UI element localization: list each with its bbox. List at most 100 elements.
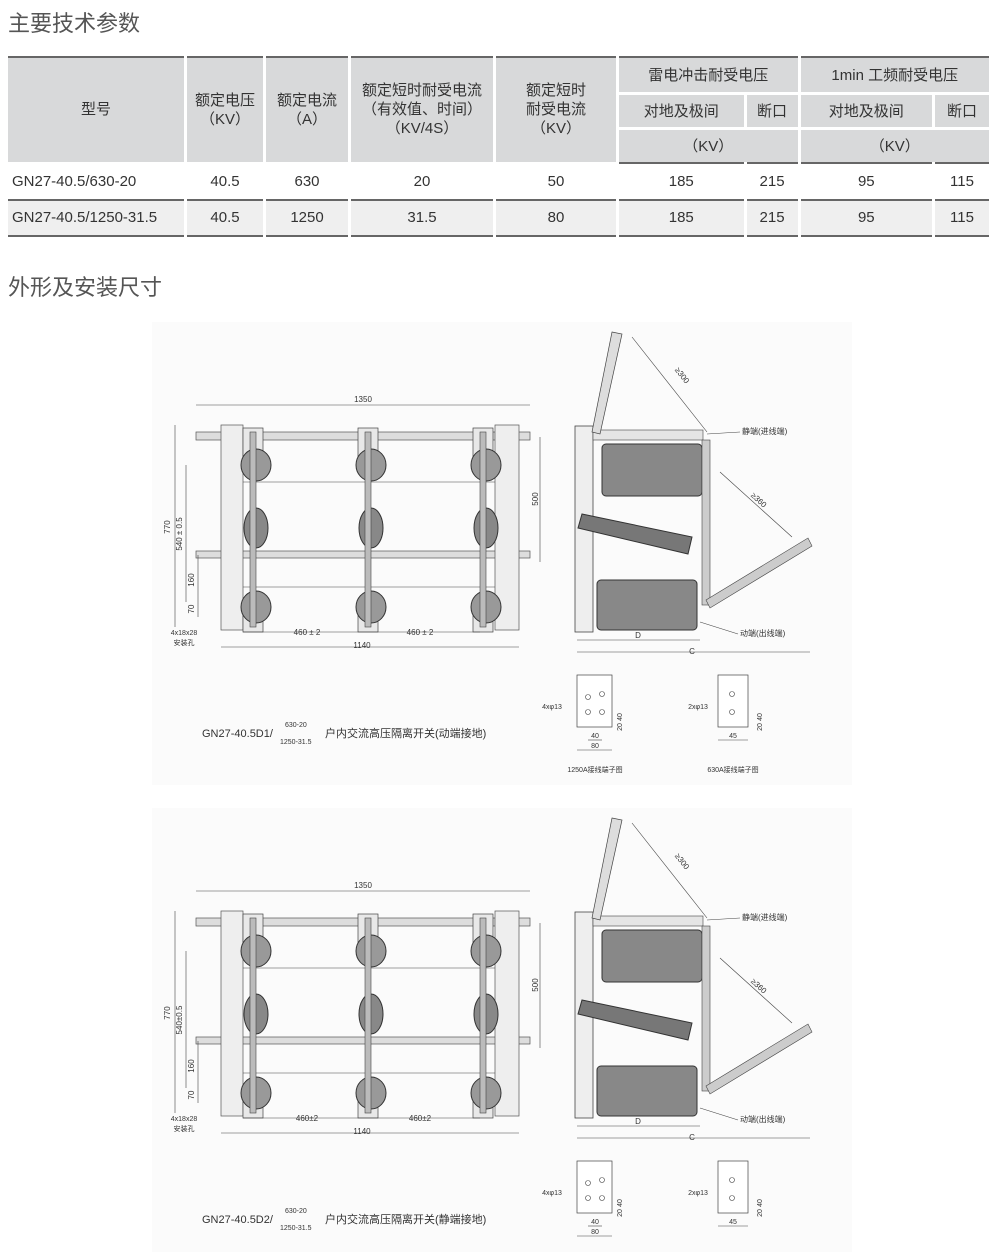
hole <box>599 691 605 697</box>
header-pf-break: 断口 <box>933 93 992 130</box>
dim-500: 500 <box>531 978 540 992</box>
table-cell: 185 <box>617 198 747 236</box>
terminal-plate-630a <box>717 674 749 728</box>
table-cell: 215 <box>745 198 801 236</box>
insulator-lower <box>596 1065 698 1117</box>
table-cell: 630 <box>264 162 351 200</box>
table-cell: 215 <box>745 162 801 200</box>
dimension-line <box>719 957 793 1024</box>
terminal-1250a-40h: 40 <box>591 733 599 740</box>
frame-middle-bar <box>195 1036 531 1045</box>
insulator-lower <box>596 579 698 631</box>
open-blade <box>591 817 623 921</box>
parameters-table: 型号 额定电压（KV） 额定电流（A） 额定短时耐受电流（有效值、时间）（KV/… <box>8 56 993 237</box>
caption-sup-rating: 630-20 <box>285 722 307 729</box>
pole-2 <box>355 913 387 1119</box>
terminal-1250a-holes: 4xφ13 <box>542 704 562 711</box>
mounting-hole-size: 4x18x28 <box>171 1116 198 1123</box>
header-lightning-unit: （KV） <box>617 128 801 163</box>
table-cell: 40.5 <box>185 198 266 236</box>
label-static-end: 静端(进线端) <box>742 426 788 436</box>
hole <box>599 1177 605 1183</box>
terminal-plate-1250a <box>576 674 613 728</box>
section-title-parameters: 主要技术参数 <box>8 11 141 36</box>
pole-3 <box>470 913 502 1119</box>
terminal-1250a-20: 20 <box>617 1209 624 1217</box>
header-lightning-ground: 对地及极间 <box>617 93 747 130</box>
terminal-1250a-40v: 40 <box>617 1199 624 1207</box>
hole <box>585 1195 591 1201</box>
terminal-630a-45: 45 <box>729 733 737 740</box>
table-cell: 31.5 <box>349 198 496 236</box>
terminal-1250a-holes: 4xφ13 <box>542 1190 562 1197</box>
vertical-blade <box>701 439 711 606</box>
pole-1 <box>240 913 272 1119</box>
terminal-1250a-80: 80 <box>591 743 599 750</box>
table-cell: 20 <box>349 162 496 200</box>
header-model: 型号 <box>8 57 187 165</box>
hole <box>599 1195 605 1201</box>
terminal-plate-630a <box>717 1160 749 1214</box>
closing-blade <box>705 537 813 609</box>
table-cell: 115 <box>933 162 992 200</box>
dim-770: 770 <box>163 1006 172 1020</box>
pole-1 <box>240 427 272 633</box>
blade <box>364 431 372 628</box>
leader-line <box>706 917 741 921</box>
open-blade <box>591 331 623 435</box>
vertical-blade <box>701 925 711 1092</box>
dim-1140: 1140 <box>353 1127 371 1136</box>
dim-70: 70 <box>187 1090 196 1099</box>
header-pf-unit: （KV） <box>799 128 993 163</box>
header-lightning-break: 断口 <box>745 93 801 130</box>
dim-C: C <box>689 1133 695 1142</box>
blade <box>249 431 257 628</box>
terminal-630a-holes: 2xφ13 <box>688 704 708 711</box>
dimension-line <box>631 336 708 433</box>
dim-1350: 1350 <box>354 395 372 404</box>
label-moving-end: 动端(出线端) <box>740 628 786 638</box>
mounting-hole-label: 安装孔 <box>174 1124 195 1133</box>
table-cell: 115 <box>933 198 992 236</box>
caption-description: 户内交流高压隔离开关(静端接地) <box>325 1212 486 1226</box>
insulator-upper <box>601 929 703 983</box>
terminal-630a-label: 630A接线端子图 <box>707 765 758 774</box>
label-moving-end: 动端(出线端) <box>740 1114 786 1124</box>
dim-160: 160 <box>187 1059 196 1073</box>
label-static-end: 静端(进线端) <box>742 912 788 922</box>
hole <box>729 1177 735 1183</box>
header-short-time: 额定短时耐受电流（有效值、时间）（KV/4S） <box>349 57 496 165</box>
terminal-630a-20: 20 <box>757 1209 764 1217</box>
dim-160: 160 <box>187 573 196 587</box>
caption-sub-rating: 1250-31.5 <box>280 739 312 746</box>
dim-D: D <box>635 1117 641 1126</box>
blade <box>364 917 372 1114</box>
dim-460-right: 460±2 <box>409 1114 432 1123</box>
table-cell: 50 <box>494 162 619 200</box>
terminal-1250a-40h: 40 <box>591 1219 599 1226</box>
header-power-freq: 1min 工频耐受电压 <box>799 57 993 95</box>
closing-blade <box>705 1023 813 1095</box>
dim-460-left: 460±2 <box>296 1114 319 1123</box>
header-pf-ground: 对地及极间 <box>799 93 936 130</box>
table-cell: 95 <box>799 162 936 200</box>
caption-description: 户内交流高压隔离开关(动端接地) <box>325 726 486 740</box>
terminal-1250a-40v: 40 <box>617 713 624 721</box>
header-current: 额定电流（A） <box>264 57 351 165</box>
insulator-inclined <box>577 513 693 555</box>
dimension-line <box>719 471 793 538</box>
cell-model: GN27-40.5/630-20 <box>8 162 187 200</box>
header-lightning: 雷电冲击耐受电压 <box>617 57 801 95</box>
terminal-630a-45: 45 <box>729 1219 737 1226</box>
blade <box>249 917 257 1114</box>
caption-sub-rating: 1250-31.5 <box>280 1225 312 1232</box>
pole-3 <box>470 427 502 633</box>
